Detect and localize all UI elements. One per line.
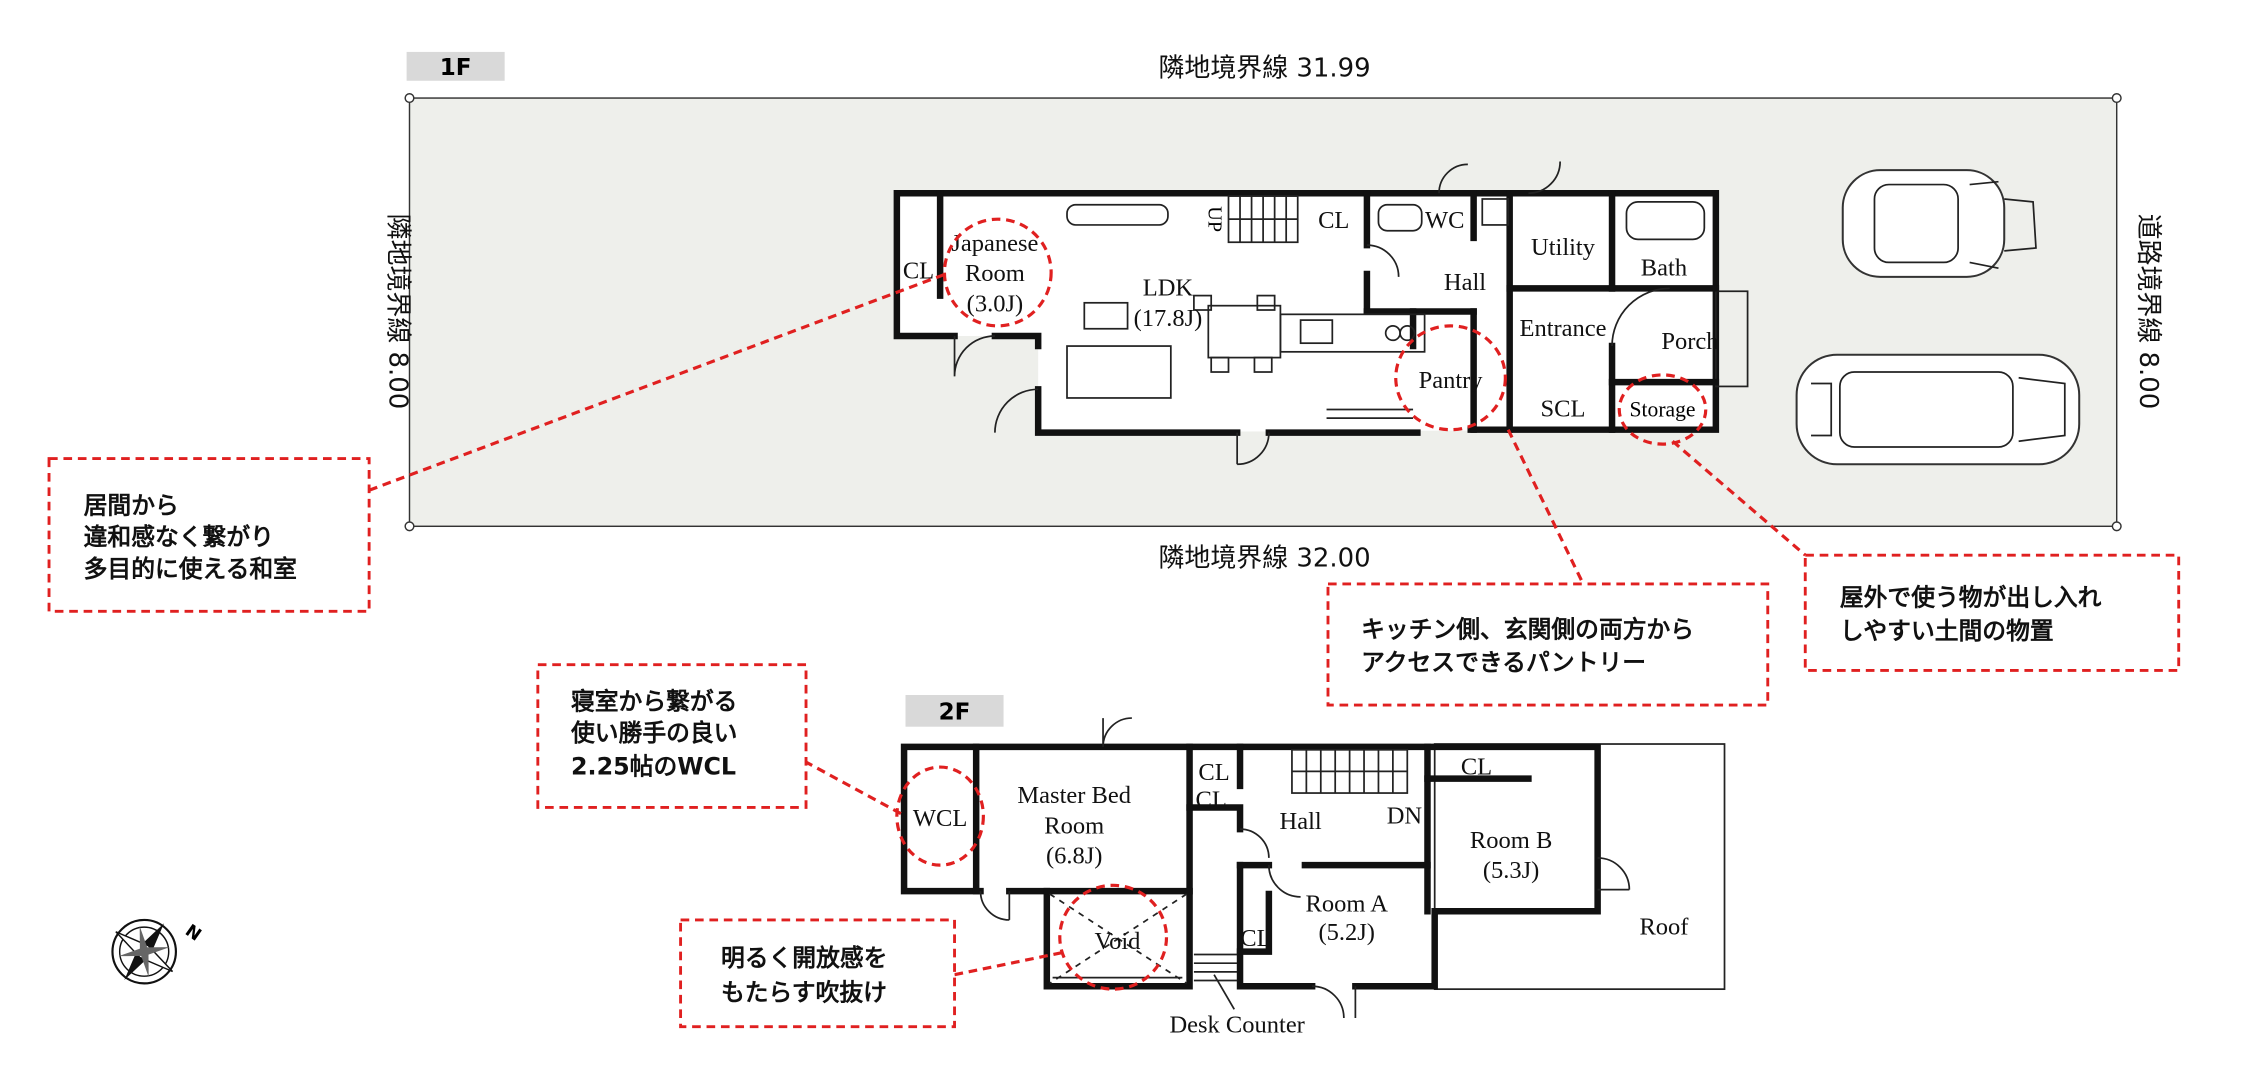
label-room-b-2: (5.3J): [1483, 857, 1539, 884]
dim-left: 隣地境界線 8.00: [382, 214, 412, 410]
label-roof: Roof: [1639, 913, 1689, 940]
compass-icon: N: [111, 918, 205, 985]
label-room-b-1: Room B: [1470, 827, 1552, 854]
callouts: 居間から 違和感なく繋がり 多目的に使える和室 キッチン側、玄関側の両方から ア…: [47, 272, 2181, 1029]
note-box-pantry: [1326, 582, 1770, 707]
label-desk-counter: Desk Counter: [1169, 1011, 1304, 1038]
note-japanese-1: 居間から: [84, 491, 179, 519]
dim-right: 道路境界線 8.00: [2133, 214, 2163, 410]
stair-down: [1291, 748, 1409, 794]
label-ldk-2: (17.8J): [1134, 305, 1203, 332]
note-japanese-2: 違和感なく繋がり: [84, 523, 274, 551]
note-box-void: [679, 918, 956, 1029]
label-bath: Bath: [1641, 254, 1687, 281]
label-utility: Utility: [1531, 234, 1596, 261]
callout-circle-wcl: [895, 765, 985, 867]
label-room-a-1: Room A: [1306, 890, 1389, 917]
note-box-japanese: [47, 457, 371, 613]
toilet: [1377, 203, 1423, 232]
note-wcl-2: 使い勝手の良い: [570, 719, 737, 747]
note-box-wcl: [536, 663, 808, 809]
label-dn: DN: [1387, 802, 1423, 829]
leader-void: [954, 950, 1068, 977]
label-wcl: WCL: [913, 805, 967, 832]
note-void-2: もたらす吹抜け: [721, 979, 887, 1007]
label-cl-d: CL: [1240, 925, 1271, 952]
leader-japanese: [368, 272, 947, 492]
floor1-label: 1F: [440, 55, 472, 81]
note-pantry-1: キッチン側、玄関側の両方から: [1361, 615, 1694, 643]
floor2-plan: 2F WCL Master Bed: [895, 694, 1726, 1038]
note-box-storage: [1803, 553, 2181, 672]
label-ldk-1: LDK: [1143, 275, 1194, 302]
bathtub: [1625, 201, 1706, 241]
label-porch: Porch: [1661, 328, 1718, 355]
note-storage-1: 屋外で使う物が出し入れ: [1840, 584, 2102, 612]
note-void-1: 明るく開放感を: [721, 944, 887, 972]
label-japanese-3: (3.0J): [967, 290, 1023, 317]
label-storage: Storage: [1630, 398, 1696, 422]
callout-circle-storage: [1617, 373, 1708, 446]
note-japanese-3: 多目的に使える和室: [84, 555, 297, 583]
label-cl-top: CL: [1318, 207, 1349, 234]
label-master-3: (6.8J): [1046, 843, 1102, 870]
note-wcl-1: 寝室から繋がる: [571, 687, 737, 715]
callout-circle-japanese: [942, 217, 1053, 328]
label-hall-2f: Hall: [1280, 808, 1322, 835]
label-entrance: Entrance: [1519, 315, 1606, 342]
compass-north-label: N: [181, 921, 204, 946]
label-void: Void: [1095, 928, 1141, 955]
tv-unit: [1066, 203, 1169, 226]
floor1-label-bg: [406, 51, 505, 81]
callout-circle-pantry: [1394, 324, 1507, 432]
callout-circle-void: [1058, 883, 1169, 991]
label-cl-b: CL: [1196, 786, 1227, 813]
label-up: UP: [1203, 206, 1225, 232]
car-small-icon: [1841, 169, 2037, 278]
note-pantry-2: アクセスできるパントリー: [1361, 648, 1646, 676]
stair-up: [1227, 195, 1299, 244]
dim-top: 隣地境界線 31.99: [1158, 53, 1370, 83]
note-wcl-3: 2.25帖のWCL: [571, 752, 736, 780]
floor1-plan: 1F 隣地境界線 31.99 隣地境界線 32.00 隣地境界線 8.00 道路…: [382, 51, 2163, 574]
leader-wcl: [803, 759, 907, 818]
label-wc: WC: [1425, 207, 1464, 234]
floor2-label: 2F: [939, 700, 971, 726]
dim-bottom: 隣地境界線 32.00: [1158, 544, 1370, 574]
label-japanese-2: Room: [965, 260, 1025, 287]
label-master-1: Master Bed: [1017, 782, 1131, 809]
leader-storage: [1671, 440, 1807, 557]
label-hall: Hall: [1444, 269, 1486, 296]
label-scl: SCL: [1541, 396, 1586, 423]
floor2-label-bg: [905, 694, 1004, 727]
note-storage-2: しやすい土間の物置: [1840, 617, 2054, 645]
sofa: [1066, 345, 1172, 399]
label-pantry: Pantry: [1419, 367, 1484, 394]
label-room-a-2: (5.2J): [1318, 919, 1374, 946]
car-large-icon: [1795, 353, 2081, 466]
label-japanese-1: Japanese: [951, 230, 1038, 257]
label-master-2: Room: [1044, 812, 1104, 839]
label-cl-c: CL: [1461, 753, 1492, 780]
label-cl-a: CL: [1198, 759, 1229, 786]
